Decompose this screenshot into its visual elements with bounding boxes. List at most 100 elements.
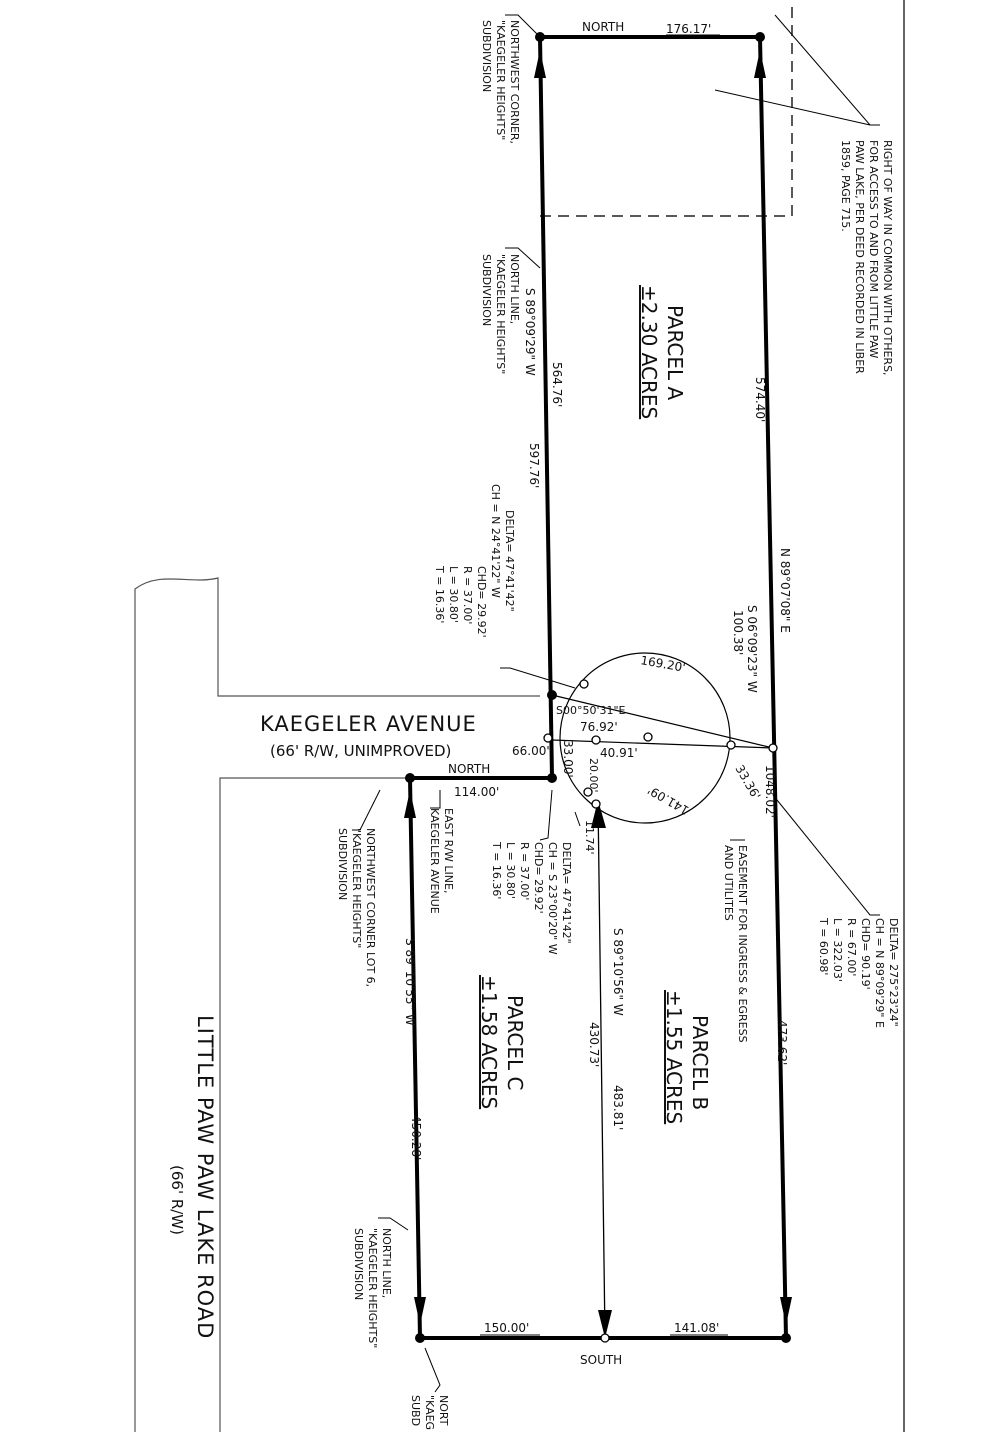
svg-text:CH = N 24°41'22" W: CH = N 24°41'22" W xyxy=(489,484,502,598)
property-boundary xyxy=(407,35,789,1340)
arrowhead xyxy=(754,50,766,78)
cul-de-sac-circle xyxy=(559,652,731,824)
svg-text:L = 322.03': L = 322.03' xyxy=(831,918,844,982)
little-paw-paw-lake-road-name: LITTLE PAW PAW LAKE ROAD xyxy=(193,1015,217,1339)
dim-141-08: 141.08' xyxy=(674,1321,719,1335)
bearing-s89-10-55: S 89°10'55" W xyxy=(403,938,417,1026)
svg-text:NORTH LINE,: NORTH LINE, xyxy=(380,1228,393,1298)
curve-data-2: DELTA= 47°41'42" CH = S 23°00'20" W CHD=… xyxy=(490,841,573,955)
arrowhead xyxy=(780,1297,792,1325)
corner-markers xyxy=(405,32,791,1343)
svg-text:"KAEGELER HEIGHTS": "KAEGELER HEIGHTS" xyxy=(494,254,507,374)
svg-text:DELTA= 47°41'42": DELTA= 47°41'42" xyxy=(503,510,516,612)
little-paw-paw-lake-road-rw: (66' R/W) xyxy=(168,1165,186,1235)
parcel-c-area: ±1.58 ACRES xyxy=(477,975,501,1109)
svg-text:PAW LAKE, PER DEED RECORDED IN: PAW LAKE, PER DEED RECORDED IN LIBER xyxy=(853,140,866,374)
bearing-n89-07-08: N 89°07'08" E xyxy=(778,548,792,633)
svg-text:CHD= 29.92': CHD= 29.92' xyxy=(475,566,488,638)
dim-33-00: 33.00' xyxy=(561,740,575,778)
bearing-s00-50-31: S00°50'31"E xyxy=(556,704,626,717)
svg-text:T = 16.36': T = 16.36' xyxy=(490,841,503,899)
dim-473-62: 473.62' xyxy=(775,1020,789,1065)
parcel-a-name: PARCEL A xyxy=(663,305,687,400)
dim-11-74: 11.74' xyxy=(583,820,596,855)
arrowhead xyxy=(534,50,546,78)
dim-574-40: 574.40' xyxy=(753,377,767,422)
svg-text:T = 60.98': T = 60.98' xyxy=(817,917,830,975)
dim-141-09: 141.09' xyxy=(645,783,691,818)
svg-text:NORTHWEST CORNER LOT 6,: NORTHWEST CORNER LOT 6, xyxy=(364,828,377,987)
parcel-b-area: ±1.55 ACRES xyxy=(662,990,686,1124)
svg-text:NORT: NORT xyxy=(437,1395,450,1426)
svg-text:DELTA= 275°23'24": DELTA= 275°23'24" xyxy=(887,918,900,1027)
svg-text:DELTA= 47°41'42": DELTA= 47°41'42" xyxy=(560,842,573,944)
bearing-s89-09-29: S 89°09'29" W xyxy=(523,288,537,376)
row-note: RIGHT OF WAY IN COMMON WITH OTHERS, FOR … xyxy=(839,140,894,376)
dim-114-00: 114.00' xyxy=(454,785,499,799)
north-line-note-cut: NORT "KAEG SUBD xyxy=(409,1395,450,1430)
nw-corner-lot6-note: NORTHWEST CORNER LOT 6, "KAEGELER HEIGHT… xyxy=(336,828,377,987)
leader-lines xyxy=(352,14,880,1393)
svg-text:R = 67.00': R = 67.00' xyxy=(845,918,858,976)
kaegeler-avenue-outline-south xyxy=(219,777,410,1432)
svg-text:CHD= 29.92': CHD= 29.92' xyxy=(532,842,545,914)
svg-text:R = 37.00': R = 37.00' xyxy=(518,842,531,900)
svg-text:1859, PAGE 715.: 1859, PAGE 715. xyxy=(839,140,852,232)
dim-597-76: 597.76' xyxy=(527,443,541,488)
monument-markers xyxy=(543,679,778,1343)
arrowhead xyxy=(591,800,606,828)
north-line-note-2: NORTH LINE, "KAEGELER HEIGHTS" SUBDIVISI… xyxy=(352,1228,393,1348)
svg-text:SUBDIVISION: SUBDIVISION xyxy=(352,1228,365,1300)
bearing-s89-10-56: S 89°10'56" W xyxy=(611,928,625,1016)
curve-data-1: DELTA= 47°41'42" CH = N 24°41'22" W CHD=… xyxy=(433,484,516,638)
east-rw-note: EAST R/W LINE, KAEGELER AVENUE xyxy=(428,808,455,914)
svg-text:"KAEG: "KAEG xyxy=(423,1395,436,1430)
svg-text:L = 30.80': L = 30.80' xyxy=(504,842,517,899)
kaegeler-avenue-outline xyxy=(134,577,540,1432)
svg-text:NORTH LINE,: NORTH LINE, xyxy=(508,254,521,324)
dim-1048-02: 1048.02' xyxy=(763,765,777,818)
svg-text:CH = S 23°00'20" W: CH = S 23°00'20" W xyxy=(546,842,559,955)
svg-text:EAST R/W LINE,: EAST R/W LINE, xyxy=(442,808,455,893)
parcel-divider-ab xyxy=(551,694,774,749)
arrowhead xyxy=(414,1297,426,1325)
svg-text:NORTHWEST CORNER,: NORTHWEST CORNER, xyxy=(508,20,521,144)
svg-text:CHD= 90.19': CHD= 90.19' xyxy=(859,918,872,990)
svg-text:L = 30.80': L = 30.80' xyxy=(447,566,460,623)
svg-text:RIGHT OF WAY IN COMMON WITH OT: RIGHT OF WAY IN COMMON WITH OTHERS, xyxy=(881,140,894,376)
svg-text:FOR ACCESS TO AND FROM LITTLE: FOR ACCESS TO AND FROM LITTLE PAW xyxy=(867,140,880,358)
parcel-divider-bc xyxy=(597,799,606,1339)
parcel-a-area: ±2.30 ACRES xyxy=(637,285,661,419)
dim-100-38: 100.38' xyxy=(731,610,745,655)
arrowhead xyxy=(404,790,416,818)
dim-176-17: 176.17' xyxy=(666,22,711,36)
dim-66-00: 66.00' xyxy=(512,744,550,758)
kaegeler-avenue-name: KAEGELER AVENUE xyxy=(260,712,477,736)
dim-450-28: 450.28' xyxy=(409,1115,423,1160)
dim-76-92: 76.92' xyxy=(580,720,618,734)
svg-text:"KAEGELER HEIGHTS": "KAEGELER HEIGHTS" xyxy=(494,20,507,140)
svg-text:EASEMENT FOR INGRESS & EGRESS: EASEMENT FOR INGRESS & EGRESS xyxy=(736,845,749,1043)
parcel-b-name: PARCEL B xyxy=(688,1015,712,1110)
svg-text:CH = N 89°09'29" E: CH = N 89°09'29" E xyxy=(873,918,886,1028)
dim-40-91: 40.91' xyxy=(600,746,638,760)
svg-text:R = 37.00': R = 37.00' xyxy=(461,566,474,624)
dim-33-36: 33.36' xyxy=(732,763,763,803)
south-label: SOUTH xyxy=(580,1353,622,1367)
svg-text:KAEGELER AVENUE: KAEGELER AVENUE xyxy=(428,808,441,914)
bearing-s06-09-23: S 06°09'23" W xyxy=(745,605,759,693)
dim-430-73: 430.73' xyxy=(587,1022,601,1067)
svg-text:T = 16.36': T = 16.36' xyxy=(433,565,446,623)
svg-text:SUBD: SUBD xyxy=(409,1395,422,1426)
arrowhead xyxy=(598,1310,612,1338)
dim-150-00: 150.00' xyxy=(484,1321,529,1335)
centerline xyxy=(551,739,774,749)
svg-text:"KAEGELER HEIGHTS": "KAEGELER HEIGHTS" xyxy=(350,828,363,948)
dim-564-76: 564.76' xyxy=(550,362,564,407)
north-line-note-1: NORTH LINE, "KAEGELER HEIGHTS" SUBDIVISI… xyxy=(480,254,521,374)
right-of-way-boundary xyxy=(540,0,793,217)
easement-note: EASEMENT FOR INGRESS & EGRESS AND UTILIT… xyxy=(722,845,749,1043)
nw-corner-note: NORTHWEST CORNER, "KAEGELER HEIGHTS" SUB… xyxy=(480,20,521,144)
dim-169-20: 169.20' xyxy=(639,653,686,675)
svg-text:SUBDIVISION: SUBDIVISION xyxy=(480,254,493,326)
